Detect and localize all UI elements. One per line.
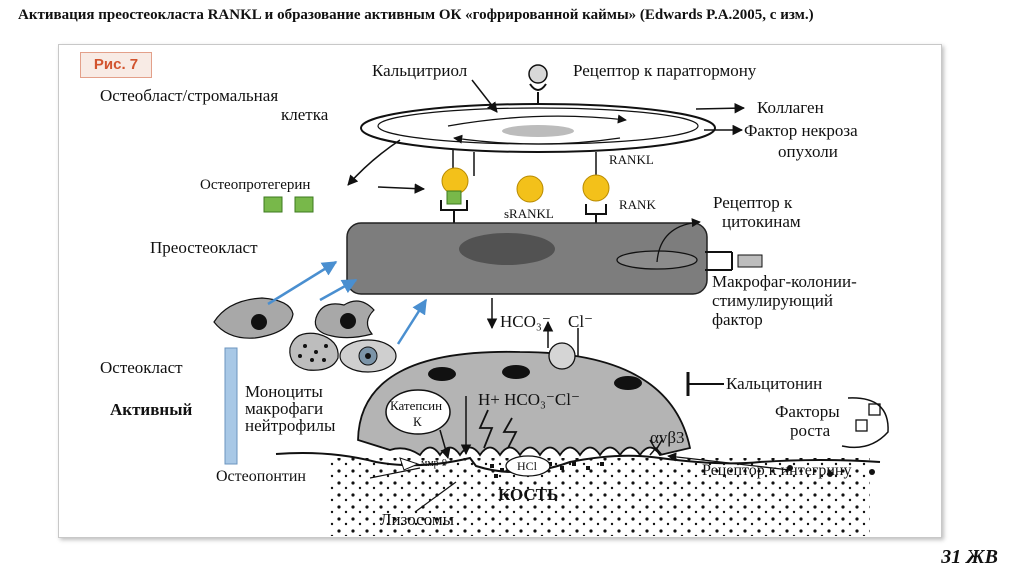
hco3-top-label: HCO₃⁻ (500, 312, 551, 331)
page-number: 31 ЖВ (941, 546, 998, 568)
rankl-bound-icon (582, 174, 610, 202)
rank-receptor-2-icon (585, 204, 607, 215)
opg-arrow (377, 183, 426, 194)
srankl-icon (516, 175, 544, 203)
ion-exchange-label: H+ HCO₃⁻Cl⁻ (478, 390, 580, 409)
opg-bound-icon (446, 190, 462, 205)
rankl-label: RANKL (609, 152, 654, 167)
bone-surface (275, 452, 881, 474)
calcitonin-receptor-icon (686, 372, 724, 396)
tnf-label-line1: Фактор некроза (744, 121, 858, 140)
osteoblast-cell (360, 103, 716, 153)
slide-title: Активация преостеокласта RANKL и образов… (18, 7, 814, 23)
opg-square-icon (263, 196, 283, 213)
monocyte-cells (213, 297, 397, 373)
differentiation-arrow-3 (396, 298, 428, 345)
cl-top-label: Cl⁻ (568, 312, 594, 331)
cathepsin-label-line2: К (413, 414, 422, 429)
srankl-label: sRANKL (504, 206, 554, 221)
osteoblast-label-line2: клетка (281, 105, 329, 124)
osteoclast-bar (224, 347, 238, 465)
active-osteoclast-cell (357, 342, 692, 460)
osteopontin-label: Остеопонтин (216, 468, 306, 485)
pth-receptor-label: Рецептор к паратгормону (573, 61, 757, 80)
integrin-receptor-arrow (667, 452, 791, 471)
mcsf-receptor-icon (705, 251, 763, 271)
opg-secretion-arrow (347, 139, 401, 186)
differentiation-arrow (267, 260, 338, 306)
calcitriol-label: Кальцитриол (372, 61, 468, 80)
integrin-label: αvβ3 (650, 428, 685, 447)
active-label: Активный (110, 400, 193, 419)
tnf-label-line2: опухоли (778, 142, 838, 161)
monocytes-label-line2: макрофаги (245, 399, 324, 418)
osteoprotegerin-label: Остеопротегерин (200, 177, 311, 193)
lysosomes-label: Лизосомы (380, 510, 455, 529)
pth-receptor-icon (528, 64, 548, 106)
calcitriol-arrow (471, 79, 498, 113)
collagen-arrow (695, 102, 746, 114)
osteoblast-label-line1: Остеобласт/стромальная (100, 86, 279, 105)
collagen-label: Коллаген (757, 98, 824, 117)
monocytes-label-line1: Моноциты (245, 382, 323, 401)
monocytes-label-line3: нейтрофилы (245, 416, 336, 435)
calcitonin-label: Кальцитонин (726, 374, 823, 393)
growth-factors-label-line2: роста (790, 421, 831, 440)
opg-square-2-icon (294, 196, 314, 213)
rank-label: RANK (619, 197, 656, 212)
figure-label: Рис. 7 (80, 52, 152, 78)
integrin-receptor-label: Рецептор к интегрину (702, 462, 852, 479)
growth-factors-label-line1: Факторы (775, 402, 840, 421)
differentiation-arrow-2 (319, 278, 358, 302)
preosteoclast-cell (346, 218, 708, 295)
mcsf-label-line2: стимулирующий (712, 291, 833, 310)
rankl-icon (441, 167, 469, 195)
preosteoclast-label: Преостеокласт (150, 238, 258, 257)
bone-matrix (330, 458, 870, 536)
mcsf-label-line1: Макрофаг-колонии- (712, 272, 857, 291)
bone-label: КОСТЬ (498, 485, 559, 504)
mcsf-label-line3: фактор (712, 310, 763, 329)
mmp9-marker (399, 457, 420, 471)
integrin-icon (649, 439, 663, 456)
mmp9-label: ммр-9 (421, 458, 447, 469)
cytokine-receptor-label-line1: Рецептор к (713, 193, 793, 212)
osteoclast-label: Остеокласт (100, 358, 183, 377)
hcl-lacuna (505, 455, 551, 477)
growth-factor-icon (841, 397, 889, 449)
cytokine-receptor-label-line2: цитокинам (722, 212, 801, 231)
cathepsin-label-line1: Катепсин (390, 398, 443, 413)
hcl-label: HCl (517, 459, 538, 473)
